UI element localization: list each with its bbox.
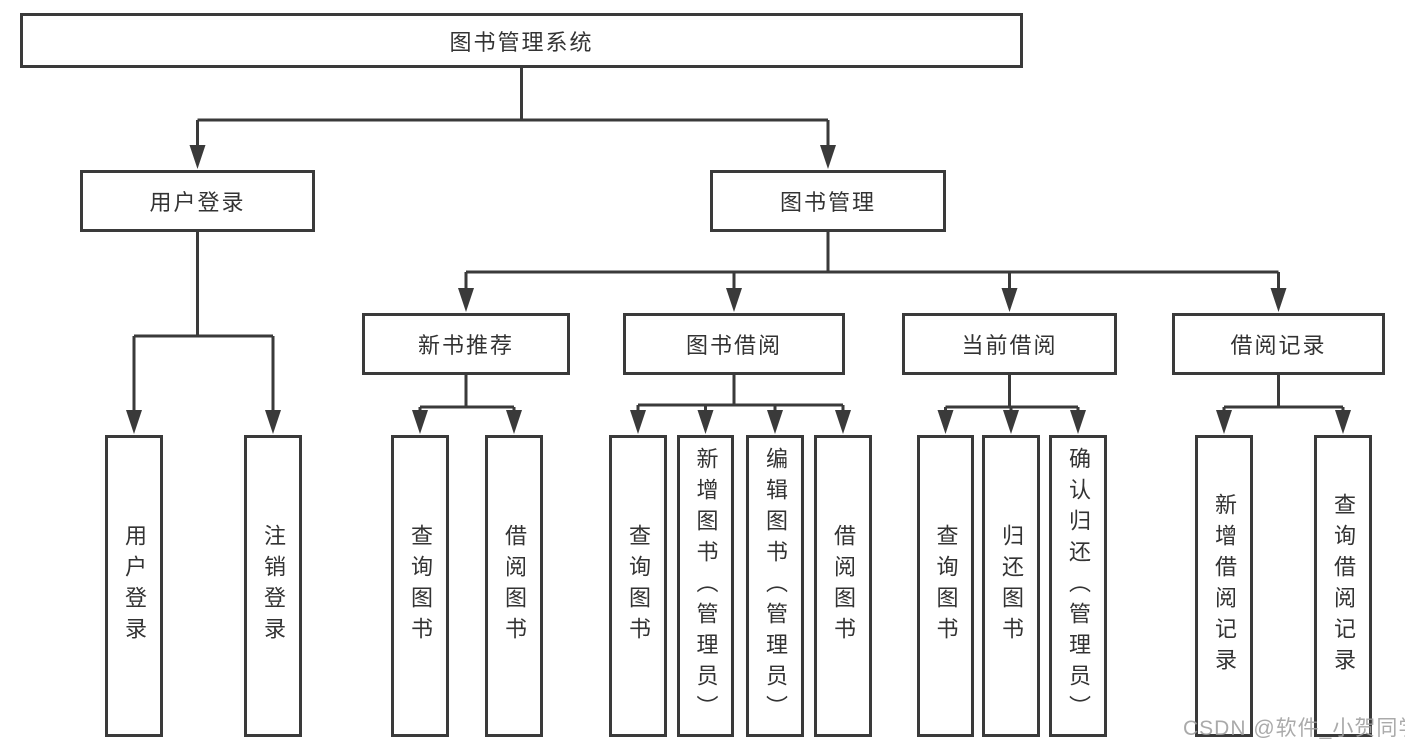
node-label: 图书管理系统	[449, 29, 594, 55]
node-book-borrow: 图书借阅	[623, 313, 845, 375]
connector-root-to-level1	[196, 68, 830, 152]
node-label: 新增借阅记录	[1212, 493, 1237, 679]
arrowhead-icon	[767, 410, 783, 434]
arrowhead-icon	[458, 288, 474, 312]
watermark: CSDN @软件_小贺同学	[1183, 717, 1405, 740]
arrowhead-icon	[630, 410, 646, 434]
arrowhead-icon	[1216, 410, 1232, 434]
node-current-borrow: 当前借阅	[902, 313, 1117, 375]
leaf-borrow-query-books: 查询图书	[609, 435, 667, 737]
node-label: 新书推荐	[417, 333, 514, 358]
leaf-current-query-books: 查询图书	[917, 435, 974, 737]
node-label: 借阅图书	[831, 524, 856, 648]
node-label: 确认归还（管理员）	[1066, 446, 1091, 726]
node-book-management: 图书管理	[710, 170, 946, 232]
leaf-borrow-borrow-books: 借阅图书	[814, 435, 872, 737]
arrowhead-icon	[1270, 288, 1287, 312]
arrowhead-icon	[1335, 410, 1351, 434]
node-label: 查询图书	[933, 524, 959, 648]
arrowhead-icon	[506, 410, 522, 434]
leaf-current-return-books: 归还图书	[982, 435, 1040, 737]
arrowhead-icon	[1003, 410, 1019, 434]
node-label: 查询借阅记录	[1331, 493, 1356, 679]
leaf-records-query-record: 查询借阅记录	[1314, 435, 1372, 737]
arrowhead-icon	[937, 410, 954, 434]
leaf-borrow-edit-books-admin: 编辑图书（管理员）	[746, 435, 804, 737]
arrowhead-icon	[412, 410, 428, 434]
leaf-newbook-query-books: 查询图书	[391, 435, 449, 737]
connector-current-borrow-branch	[944, 375, 1080, 418]
connector-book-mgmt-branch	[464, 232, 1280, 296]
node-label: 用户登录	[149, 190, 246, 215]
arrowhead-icon	[126, 410, 142, 434]
connector-user-login-branch	[132, 232, 275, 418]
node-label: 新增图书（管理员）	[693, 446, 719, 726]
node-label: 归还图书	[999, 524, 1024, 648]
leaf-newbook-borrow-books: 借阅图书	[485, 435, 543, 737]
leaf-logout: 注销登录	[244, 435, 302, 737]
connector-book-borrow-branch	[636, 375, 845, 418]
node-label: 编辑图书（管理员）	[763, 446, 788, 726]
node-user-login: 用户登录	[80, 170, 315, 232]
arrowhead-icon	[189, 145, 206, 169]
node-label: 图书管理	[779, 190, 876, 215]
node-new-book-recommend: 新书推荐	[362, 313, 570, 375]
node-label: 查询图书	[626, 524, 651, 648]
arrowhead-icon	[835, 410, 851, 434]
node-label: 图书借阅	[685, 333, 782, 358]
connector-borrow-records-branch	[1222, 375, 1345, 418]
node-root-system: 图书管理系统	[20, 13, 1023, 68]
leaf-borrow-add-books-admin: 新增图书（管理员）	[677, 435, 734, 737]
node-label: 借阅记录	[1230, 333, 1327, 358]
node-label: 借阅图书	[502, 524, 527, 648]
leaf-records-add-record: 新增借阅记录	[1195, 435, 1253, 737]
arrowhead-icon	[697, 410, 714, 434]
connector-new-book-branch	[418, 375, 516, 418]
node-label: 当前借阅	[961, 333, 1058, 358]
node-label: 查询图书	[408, 524, 433, 648]
node-borrow-records: 借阅记录	[1172, 313, 1385, 375]
arrowhead-icon	[1001, 288, 1018, 312]
arrowhead-icon	[1070, 410, 1086, 434]
leaf-current-confirm-return-admin: 确认归还（管理员）	[1049, 435, 1107, 737]
arrowhead-icon	[265, 410, 281, 434]
leaf-user-login: 用户登录	[105, 435, 163, 737]
arrowhead-icon	[820, 145, 836, 169]
arrowhead-icon	[726, 288, 742, 312]
node-label: 用户登录	[122, 524, 147, 648]
node-label: 注销登录	[261, 524, 286, 648]
